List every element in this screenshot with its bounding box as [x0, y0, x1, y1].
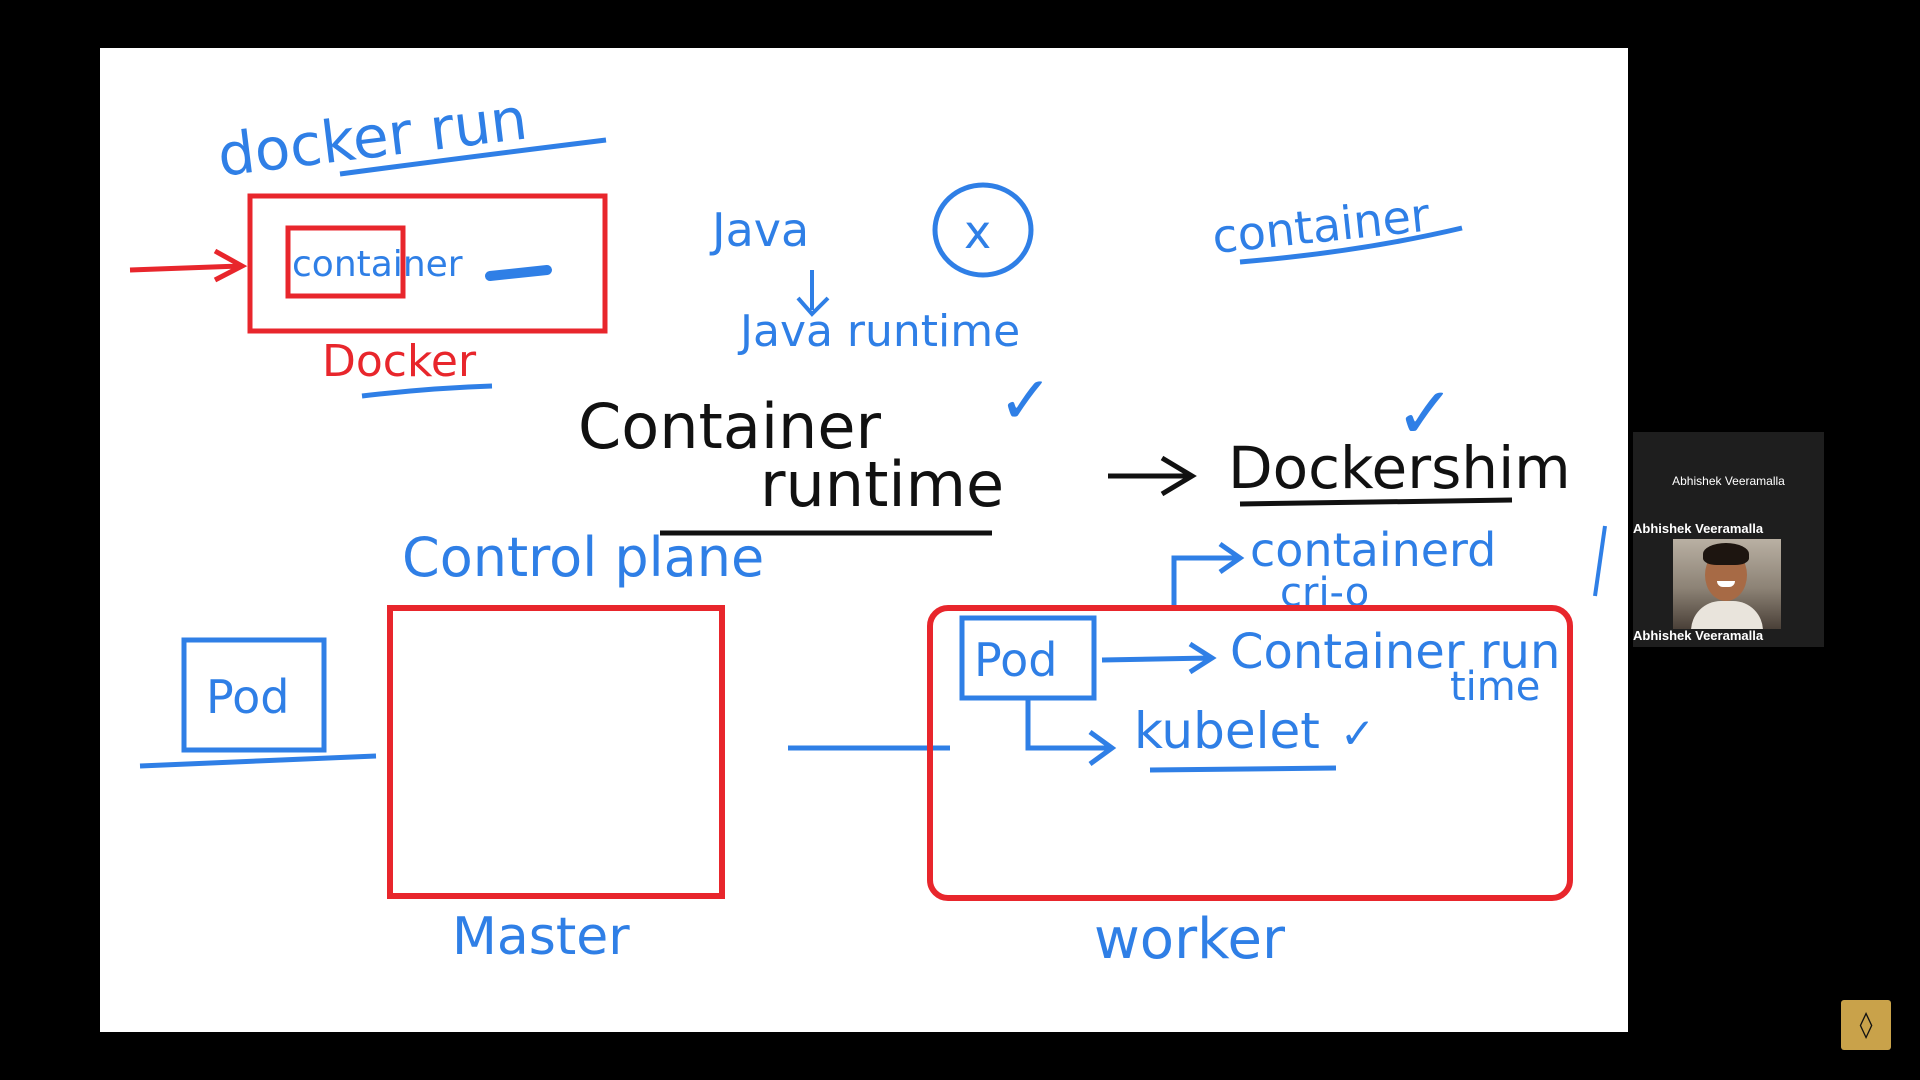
participant-avatar-smile [1717, 581, 1735, 587]
participant-avatar-hair [1703, 543, 1749, 565]
checkmark-dockershim: ✓ [1395, 371, 1455, 455]
docker-box [247, 193, 608, 334]
participant-header-name: Abhishek Veeramalla [1672, 474, 1785, 488]
bracket-line [1593, 525, 1607, 597]
label-java-runtime: Java runtime [737, 306, 1020, 357]
participant-video-feed[interactable] [1673, 539, 1781, 629]
underline-container-top-right [1239, 225, 1463, 265]
app-logo-icon[interactable]: ◊ [1841, 1000, 1891, 1050]
arrow-into-docker [129, 248, 248, 283]
label-containerd: containerd [1250, 523, 1496, 577]
participant-video-panel[interactable]: Abhishek Veeramalla Abhishek Veeramalla … [1633, 432, 1824, 647]
app-logo-glyph: ◊ [1859, 1010, 1873, 1040]
participant-avatar-shirt [1691, 601, 1763, 629]
pod-box-worker [959, 615, 1097, 701]
checkmark-kubelet: ✓ [1340, 709, 1375, 758]
arrow-to-dockershim [1108, 455, 1197, 497]
label-control-plane: Control plane [402, 526, 764, 589]
arrow-to-container-runtime [1101, 641, 1217, 675]
label-java: Java [709, 203, 809, 257]
circle-x [932, 182, 1034, 278]
label-pod-worker: Pod [974, 633, 1057, 687]
arrow-to-containerd [1171, 541, 1245, 608]
label-time: time [1450, 664, 1540, 710]
underline-kubelet [1149, 765, 1337, 773]
label-x: x [964, 205, 991, 259]
whiteboard-drawing: docker run container Docker Java Java ru… [129, 84, 1607, 972]
container-box-inner [285, 225, 406, 299]
underline-dockershim [1239, 497, 1513, 507]
label-docker: Docker [322, 336, 477, 387]
label-master: Master [452, 907, 630, 967]
whiteboard-canvas[interactable]: docker run container Docker Java Java ru… [100, 48, 1628, 1032]
underline-docker-run [339, 137, 607, 177]
master-box [387, 605, 725, 899]
label-worker: worker [1094, 907, 1286, 972]
label-docker-run: docker run [214, 84, 531, 189]
line-under-pod [139, 753, 377, 769]
label-container-runtime: Container run [1230, 624, 1560, 680]
arrow-java-down [796, 270, 830, 317]
label-container-inner: container [292, 244, 463, 285]
label-kubelet: kubelet [1134, 702, 1320, 760]
underline-docker [361, 383, 493, 399]
checkmark-runtime: ✓ [998, 362, 1053, 439]
pod-box-left [181, 637, 327, 753]
label-container: Container [578, 390, 881, 463]
worker-box [927, 605, 1573, 901]
participant-name-label: Abhishek Veeramalla [1633, 521, 1764, 536]
participant-name-caption: Abhishek Veeramalla [1633, 628, 1764, 643]
label-dockershim: Dockershim [1228, 434, 1571, 502]
label-runtime: runtime [760, 448, 1004, 521]
label-pod-left: Pod [206, 670, 289, 724]
arrow-to-kubelet [1025, 700, 1117, 767]
scribble-mark [485, 265, 552, 281]
